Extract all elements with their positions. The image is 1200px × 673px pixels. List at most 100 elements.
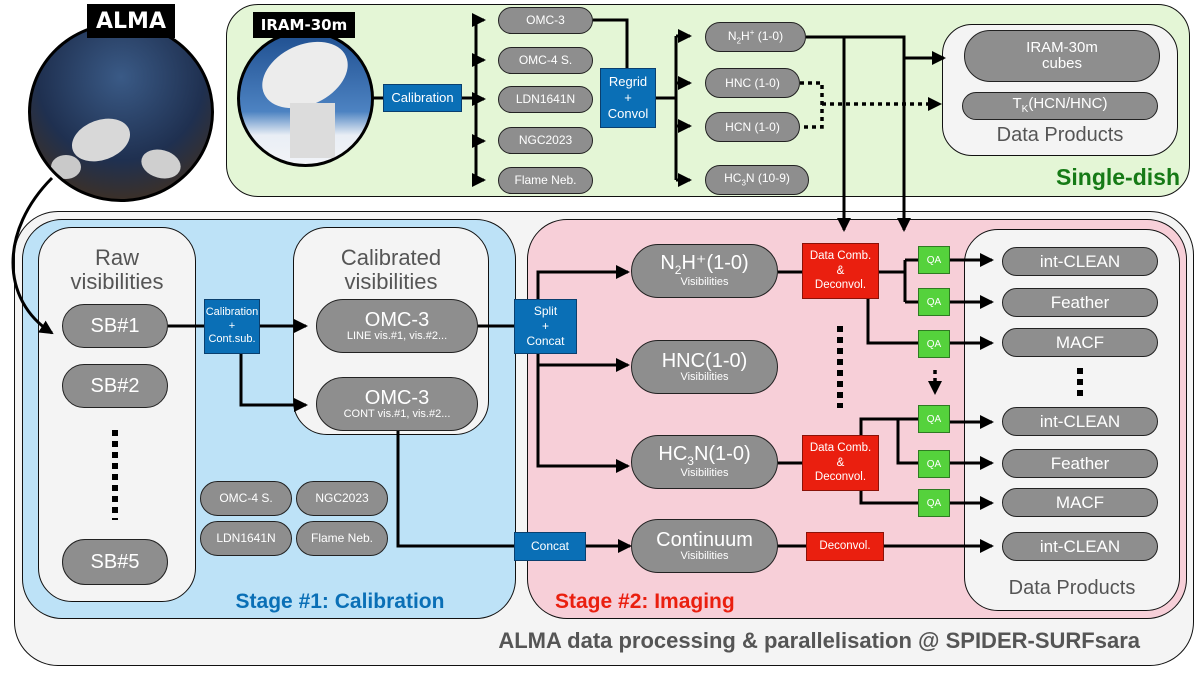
source-label: Flame Neb. xyxy=(310,531,374,546)
qa-box[interactable]: QA xyxy=(918,489,950,517)
qa-label: QA xyxy=(926,254,942,266)
sd-source-flame-neb[interactable]: Flame Neb. xyxy=(498,167,593,194)
subscript: 2 xyxy=(736,36,742,45)
sd-data-products-title: Data Products xyxy=(996,124,1124,146)
other-source-omc4s[interactable]: OMC-4 S. xyxy=(200,481,292,516)
product-feather[interactable]: Feather xyxy=(1002,449,1158,478)
vis-name: HNC(1-0) xyxy=(661,349,748,372)
vis-sub: CONT vis.#1, vis.#2... xyxy=(343,407,451,420)
alma-telescope-image xyxy=(28,22,214,202)
sd-source-omc4s[interactable]: OMC-4 S. xyxy=(498,47,593,74)
subscript: 2 xyxy=(674,263,682,278)
box-line: Deconvol. xyxy=(814,279,867,292)
stage2-title: Stage #2: Imaging xyxy=(555,590,735,613)
raw-sb5[interactable]: SB#5 xyxy=(62,539,168,585)
sb-label: SB#1 xyxy=(90,314,140,337)
product-macf[interactable]: MACF xyxy=(1002,488,1158,517)
product-label: int-CLEAN xyxy=(1039,536,1121,556)
text: N xyxy=(727,28,737,43)
deconvol-box[interactable]: Deconvol. xyxy=(806,532,884,561)
calibrated-omc3-line[interactable]: OMC-3 LINE vis.#1, vis.#2... xyxy=(316,299,478,353)
source-label: NGC2023 xyxy=(315,491,369,506)
antenna-base xyxy=(290,103,335,158)
regrid-convol-box[interactable]: Regrid + Convol xyxy=(600,68,656,128)
product-macf[interactable]: MACF xyxy=(1002,328,1158,357)
sd-line-n2h[interactable]: N2H+ (1-0) xyxy=(705,22,806,52)
products-ellipsis-dots xyxy=(1077,368,1083,396)
text: (HCN/HNC) xyxy=(1028,95,1108,113)
product-int-clean[interactable]: int-CLEAN xyxy=(1002,407,1158,436)
vis-continuum[interactable]: Continuum Visibilities xyxy=(631,519,778,573)
vis-hc3n[interactable]: HC3N(1-0) Visibilities xyxy=(631,435,778,489)
box-line: Split xyxy=(533,304,558,318)
line-label: HC3N (10-9) xyxy=(724,172,790,188)
iram-label: IRAM-30m xyxy=(253,12,355,38)
qa-box[interactable]: QA xyxy=(918,330,950,358)
sb-label: SB#5 xyxy=(90,550,140,573)
product-int-clean[interactable]: int-CLEAN xyxy=(1002,247,1158,276)
product-label: MACF xyxy=(1055,492,1105,512)
sd-product-iram-cubes[interactable]: IRAM-30m cubes xyxy=(964,30,1160,82)
title-line: Raw xyxy=(94,245,139,270)
subscript: 3 xyxy=(741,178,746,188)
calibrated-omc3-cont[interactable]: OMC-3 CONT vis.#1, vis.#2... xyxy=(316,377,478,431)
title-line: Calibrated xyxy=(340,245,442,270)
box-line: Calibration xyxy=(205,305,259,318)
concat-label: Concat xyxy=(530,539,570,553)
source-name: OMC-3 xyxy=(364,386,430,409)
calibration-contsub-box[interactable]: Calibration + Cont.sub. xyxy=(204,299,260,354)
other-source-ngc2023[interactable]: NGC2023 xyxy=(296,481,388,516)
product-label: Feather xyxy=(1050,453,1110,473)
sd-source-omc3[interactable]: OMC-3 xyxy=(498,7,593,34)
text: H xyxy=(741,28,750,43)
sd-line-hcn[interactable]: HCN (1-0) xyxy=(705,112,800,142)
box-line: Data Comb. xyxy=(809,441,872,454)
qa-box[interactable]: QA xyxy=(918,405,950,433)
main-data-products-title: Data Products xyxy=(1008,577,1136,599)
vis-sub: LINE vis.#1, vis.#2... xyxy=(346,329,448,342)
product-int-clean[interactable]: int-CLEAN xyxy=(1002,532,1158,561)
single-dish-calibration-box[interactable]: Calibration xyxy=(383,84,462,112)
text: N (10-9) xyxy=(745,171,790,186)
text: HC xyxy=(724,171,742,186)
other-source-ldn1641n[interactable]: LDN1641N xyxy=(200,521,292,556)
data-comb-deconvol-box-1[interactable]: Data Comb. & Deconvol. xyxy=(802,243,879,299)
sd-product-tk[interactable]: TK(HCN/HNC) xyxy=(962,92,1158,120)
qa-label: QA xyxy=(926,458,942,470)
box-line: Deconvol. xyxy=(814,471,867,484)
qa-label: QA xyxy=(926,413,942,425)
sd-source-ldn1641n[interactable]: LDN1641N xyxy=(498,86,593,113)
qa-box[interactable]: QA xyxy=(918,246,950,274)
qa-box[interactable]: QA xyxy=(918,450,950,478)
data-comb-deconvol-box-2[interactable]: Data Comb. & Deconvol. xyxy=(802,435,879,491)
sd-line-hnc[interactable]: HNC (1-0) xyxy=(705,68,800,98)
regrid-label: Regrid xyxy=(608,73,648,89)
qa-label: QA xyxy=(926,338,942,350)
title-line: visibilities xyxy=(344,269,438,295)
convol-label: Convol xyxy=(607,106,649,122)
raw-sb2[interactable]: SB#2 xyxy=(62,364,168,408)
sd-line-hc3n[interactable]: HC3N (10-9) xyxy=(705,165,809,195)
box-line: Concat xyxy=(526,334,565,348)
source-label: OMC-4 S. xyxy=(219,491,273,506)
plus-label: + xyxy=(624,89,632,105)
vis-name: N2H⁺(1-0) xyxy=(660,253,748,277)
title-line: visibilities xyxy=(70,269,164,295)
stage2-ellipsis-dots xyxy=(837,326,843,408)
text: (1-0) xyxy=(754,28,784,43)
vis-n2h[interactable]: N2H⁺(1-0) Visibilities xyxy=(631,244,778,298)
product-feather[interactable]: Feather xyxy=(1002,288,1158,317)
raw-sb1[interactable]: SB#1 xyxy=(62,304,168,348)
vis-sub: Visibilities xyxy=(680,467,729,480)
split-concat-box[interactable]: Split + Concat xyxy=(514,299,577,354)
product-label: TK(HCN/HNC) xyxy=(1013,96,1108,116)
qa-box[interactable]: QA xyxy=(918,288,950,316)
vis-sub: Visibilities xyxy=(680,549,729,562)
line-label: HCN (1-0) xyxy=(725,119,780,134)
product-label: Feather xyxy=(1050,292,1110,312)
product-label: IRAM-30m xyxy=(1026,39,1098,57)
concat-box[interactable]: Concat xyxy=(514,532,586,561)
sd-source-ngc2023[interactable]: NGC2023 xyxy=(498,127,593,154)
vis-hnc[interactable]: HNC(1-0) Visibilities xyxy=(631,340,778,394)
other-source-flame-neb[interactable]: Flame Neb. xyxy=(296,521,388,556)
